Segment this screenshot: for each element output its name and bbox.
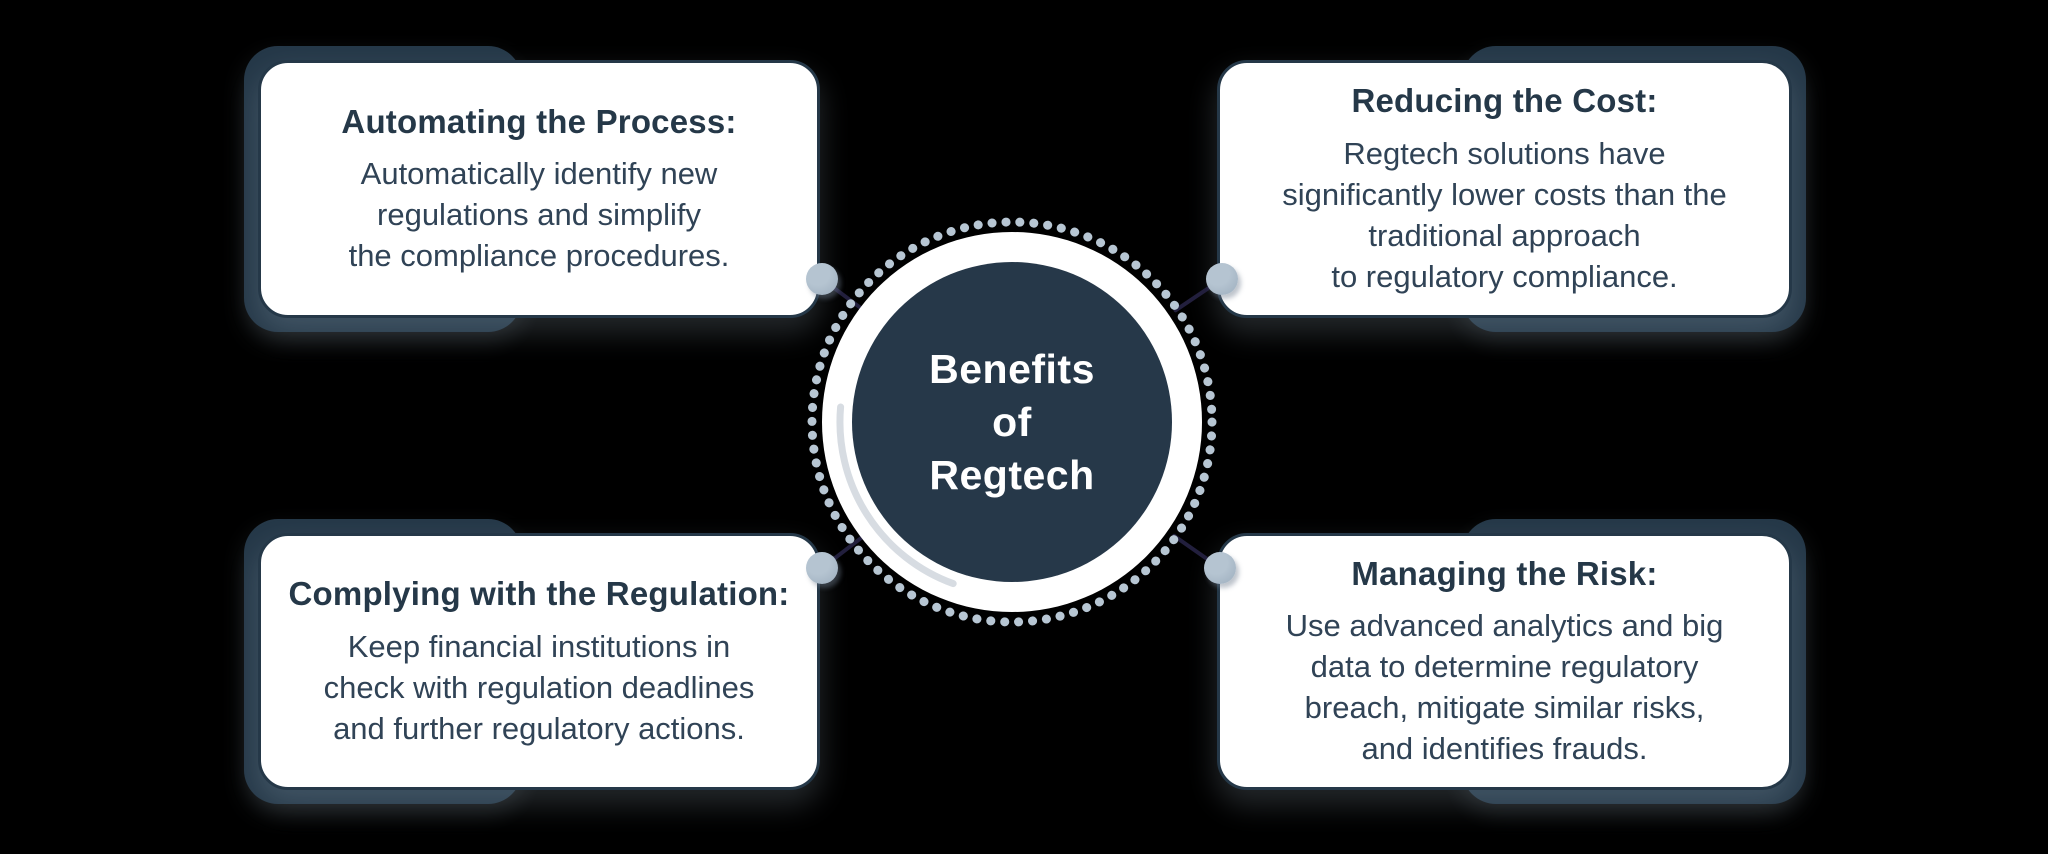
center-title: Benefits of Regtech bbox=[929, 345, 1095, 498]
center-circle-graphic bbox=[807, 217, 1217, 627]
card-automating-the-process: Automating the Process: Automatically id… bbox=[258, 60, 820, 318]
connector-dot-bottom-left bbox=[806, 552, 838, 584]
dotted-ring bbox=[807, 217, 1217, 627]
card-title: Complying with the Regulation: bbox=[288, 575, 790, 613]
card-body: Keep financial institutions in check wit… bbox=[323, 628, 755, 746]
card-managing-the-risk: Managing the Risk: Use advanced analytic… bbox=[1217, 533, 1792, 790]
card-title: Managing the Risk: bbox=[1351, 554, 1658, 592]
card-reducing-the-cost: Reducing the Cost: Regtech solutions hav… bbox=[1217, 60, 1792, 318]
card-body: Automatically identify new regulations a… bbox=[348, 156, 730, 274]
card-title: Automating the Process: bbox=[341, 102, 737, 140]
crescent-highlight bbox=[836, 403, 957, 588]
center-dark-circle bbox=[852, 262, 1172, 582]
connector-dot-top-left bbox=[806, 263, 838, 295]
connector-dot-bottom-right bbox=[1204, 552, 1236, 584]
connector-dot-top-right bbox=[1206, 263, 1238, 295]
card-body: Regtech solutions have significantly low… bbox=[1282, 135, 1727, 294]
card-title: Reducing the Cost: bbox=[1351, 82, 1658, 120]
card-body: Use advanced analytics and big data to d… bbox=[1285, 608, 1724, 767]
card-complying-with-the-regulation: Complying with the Regulation: Keep fina… bbox=[258, 533, 820, 790]
